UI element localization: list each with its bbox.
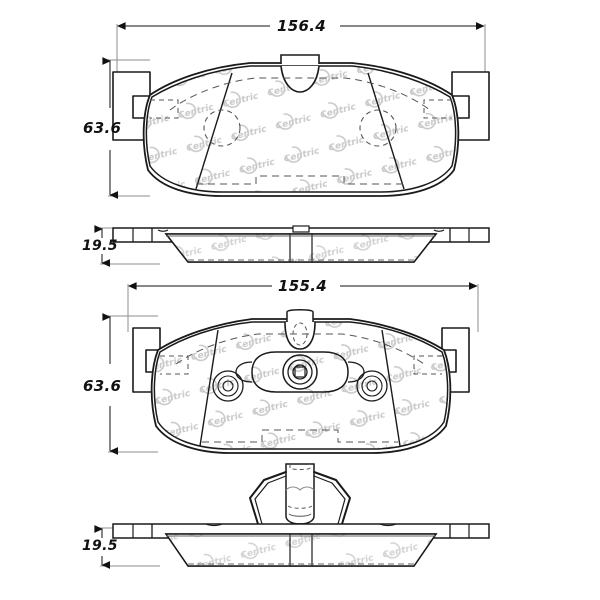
upper-pad-left-ear-detail (150, 99, 179, 119)
clip-mid-dash (287, 505, 313, 509)
upper-pad-right-slot (367, 72, 405, 190)
lower-pad-center-hub-mid (287, 359, 313, 385)
clip-right-spring-arm-inner (313, 475, 346, 525)
dimension-label-pad2-height: 63.6 (83, 377, 122, 395)
lower-pad-right-lobe (347, 361, 365, 383)
upper-pad-dashed-relief-bottom (196, 175, 404, 185)
dimension-label-pad2-width: 155.4 (278, 277, 327, 295)
upper-pad-friction-outline (145, 65, 457, 193)
lower-pad-back-view (132, 309, 470, 454)
upper-pad-right-ear (451, 71, 490, 141)
lower-pad-left-slot (199, 329, 219, 447)
lower-pad-center-hub-inner (292, 364, 308, 380)
lower-pad-right-ear-detail (413, 355, 442, 375)
dimension-pad2-height (102, 313, 158, 455)
clip-low-dash (288, 513, 312, 517)
clip-left-spring-arm (249, 471, 287, 525)
upper-pad-edge-view (112, 225, 490, 263)
upper-edge-center-tab (292, 225, 310, 233)
upper-pad-left-ear (112, 71, 151, 141)
lower-pad-right-rivet (356, 370, 388, 402)
dimension-pad2-width (127, 282, 479, 332)
dimension-label-pad1-height: 63.6 (83, 119, 122, 137)
lower-pad-edge-view (112, 523, 490, 567)
lower-edge-left-notch (205, 523, 223, 527)
upper-pad-top-tab (280, 54, 320, 64)
lower-pad-dashed-relief-bottom (202, 429, 398, 443)
lower-pad-center-plateau (251, 351, 349, 393)
upper-pad-right-ear-detail (423, 99, 452, 119)
lower-pad-inner-outline (153, 321, 449, 450)
lower-pad-center-hub-outer (282, 354, 318, 390)
dimension-label-pad1-width: 156.4 (277, 17, 326, 35)
lower-pad-dashed-relief-top (175, 333, 425, 365)
upper-pad-left-slot (195, 72, 233, 190)
upper-pad-face-view (112, 54, 490, 197)
lower-pad-right-slot (381, 329, 401, 447)
upper-edge-right-notch (433, 229, 445, 232)
clip-fold-detail (285, 486, 315, 491)
upper-pad-right-rivet (359, 109, 397, 147)
lower-pad-left-rivet (212, 370, 244, 402)
lower-edge-right-notch (379, 523, 397, 527)
lower-edge-friction-outline (164, 533, 438, 567)
clip-right-spring-arm (313, 471, 351, 525)
clip-left-spring-arm-inner (254, 475, 287, 525)
upper-edge-friction-outline (164, 233, 438, 263)
upper-edge-left-notch (157, 229, 169, 232)
clip-top-dash (289, 464, 311, 470)
lower-pad-top-clip (286, 309, 314, 322)
dimension-label-pad2-thickness: 19.5 (82, 538, 118, 554)
lower-pad-left-lobe (235, 361, 253, 383)
lower-pad-left-ear-detail (160, 355, 189, 375)
dimension-pad1-width (116, 22, 486, 78)
dimension-pad1-height (102, 57, 150, 199)
upper-pad-dashed-relief-top (169, 77, 431, 111)
lower-pad-center-square (294, 366, 306, 378)
upper-pad-left-rivet (203, 109, 241, 147)
dimension-label-pad1-thickness: 19.5 (82, 238, 118, 254)
upper-pad-center-notch (280, 65, 320, 93)
